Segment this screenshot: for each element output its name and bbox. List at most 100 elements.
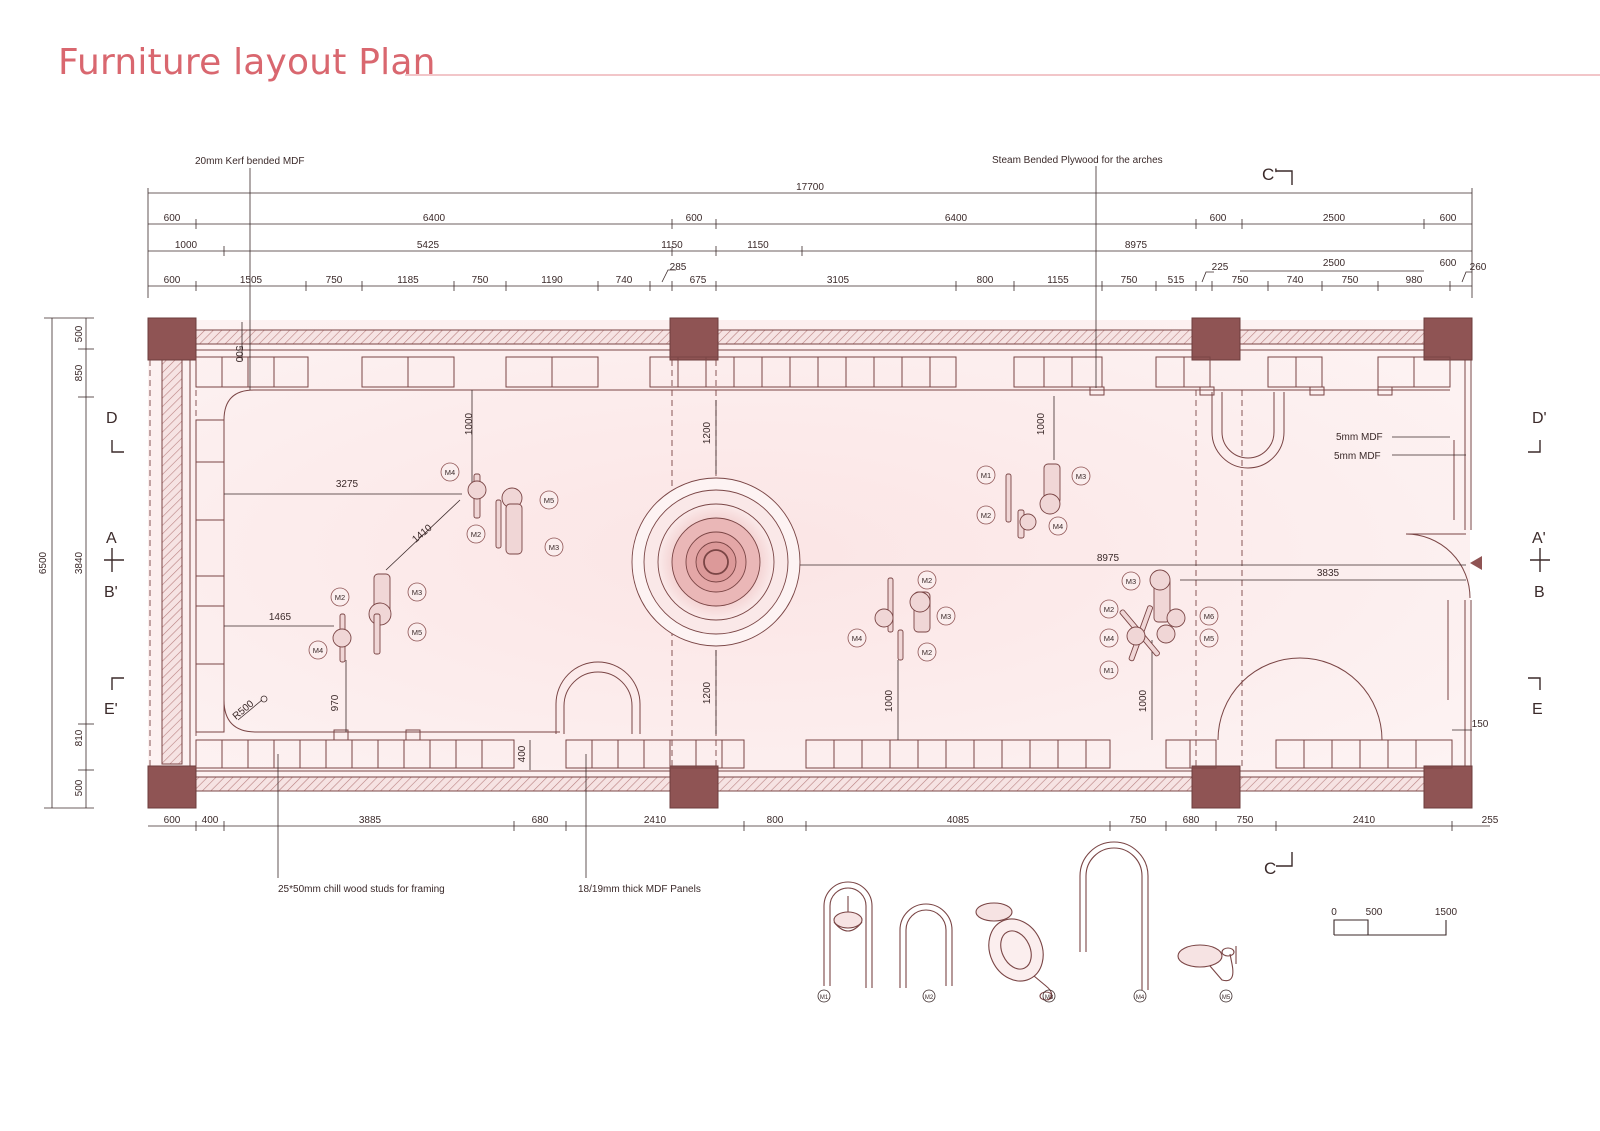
dim-bottom-10: 2410 [1353, 815, 1376, 826]
module-label: M3 [1126, 577, 1136, 586]
arch-south-right [1217, 657, 1383, 741]
dim-row3-18: 980 [1406, 275, 1423, 286]
entrance-door [1405, 533, 1471, 599]
section-label-d-left: D [106, 410, 118, 427]
dim-row3-8: 675 [690, 275, 707, 286]
section-label-a-right: A' [1532, 530, 1546, 547]
dim-bottom-11: 255 [1482, 815, 1499, 826]
note-steam-plywood: Steam Bended Plywood for the arches [992, 155, 1163, 166]
dim-row2-2: 1150 [661, 240, 683, 251]
module-label: M3 [1076, 472, 1086, 481]
dim-left-1: 850 [74, 364, 85, 381]
dim-inner-1000d: 1000 [1138, 689, 1149, 712]
dim-bottom-9: 750 [1237, 815, 1254, 826]
column [1423, 765, 1473, 809]
dim-row3-14: 225 [1212, 262, 1229, 273]
column [1423, 317, 1473, 361]
module-label-circles [308, 462, 1219, 680]
dim-row3-10: 800 [977, 275, 994, 286]
dim-inner-1465: 1465 [269, 612, 292, 623]
dim-row3-2: 750 [326, 275, 343, 286]
module-label: M4 [852, 634, 862, 643]
sketch-m1 [823, 881, 873, 988]
furniture-modules-plan [332, 463, 1186, 663]
title-underline [405, 74, 1600, 76]
dim-overall: 17700 [796, 182, 824, 193]
note-kerf-mdf: 20mm Kerf bended MDF [195, 156, 305, 167]
module-label: M5 [1204, 634, 1214, 643]
note-mdf-panels: 18/19mm thick MDF Panels [578, 884, 701, 895]
dim-row3-17: 750 [1342, 275, 1359, 286]
dim-row3-4: 750 [472, 275, 489, 286]
sketch-label-circles [817, 989, 1233, 1003]
dim-bottom-4: 2410 [644, 815, 667, 826]
column [1191, 317, 1241, 361]
plan-arches [555, 392, 1482, 741]
module-label: M4 [445, 468, 455, 477]
dim-inner-1000c: 1000 [884, 689, 895, 712]
central-circular-feature [631, 477, 801, 647]
module-sketches [823, 841, 1237, 1001]
section-label-c-top: C' [1262, 165, 1278, 184]
leader-lines [249, 166, 1466, 878]
dim-bottom-8: 680 [1183, 815, 1200, 826]
sketch-m3 [975, 902, 1053, 1001]
column [669, 765, 719, 809]
note-mdf-5mm-bottom: 5mm MDF [1334, 451, 1381, 462]
dim-bottom-7: 750 [1130, 815, 1147, 826]
dim-inner-1000a: 1000 [464, 412, 475, 435]
dim-row1-4: 600 [1210, 213, 1227, 224]
module-label: M3 [412, 588, 422, 597]
section-label-e-left: E' [104, 701, 118, 718]
dim-row3-21: 260 [1470, 262, 1487, 273]
plan-walls [148, 320, 1473, 792]
dim-bottom-2: 3885 [359, 815, 382, 826]
dim-left-2: 3840 [74, 551, 85, 574]
south-wall [189, 776, 1473, 792]
module-label: M2 [335, 593, 345, 602]
module-label: M5 [412, 628, 422, 637]
dim-row1-2: 600 [686, 213, 703, 224]
dimension-lines [44, 188, 1490, 831]
dim-inner-1000b: 1000 [1036, 412, 1047, 435]
sketch-label: M5 [1222, 995, 1231, 1001]
dim-bottom-5: 800 [767, 815, 784, 826]
sketch-label: M3 [1045, 995, 1054, 1001]
page-title: Furniture layout Plan [58, 42, 436, 83]
dim-row3-6: 740 [616, 275, 633, 286]
section-label-a-left: A [106, 530, 117, 547]
structural-columns [147, 317, 1473, 809]
section-label-d-right: D' [1532, 410, 1547, 427]
module-label: M1 [1104, 666, 1114, 675]
sketch-m4 [1079, 841, 1149, 990]
module-label: M2 [471, 530, 481, 539]
dim-bottom-3: 680 [532, 815, 549, 826]
sketch-label: M2 [925, 995, 934, 1001]
dim-bottom-1: 400 [202, 815, 219, 826]
column [669, 317, 719, 361]
module-label: M5 [544, 496, 554, 505]
sketch-label: M1 [820, 995, 829, 1001]
floor-area [148, 320, 1470, 786]
dim-row1-6: 600 [1440, 213, 1457, 224]
dim-row3-19: 2500 [1323, 258, 1346, 269]
section-label-e-right: E [1532, 701, 1543, 718]
dim-row1-1: 6400 [423, 213, 446, 224]
sketch-m5 [1177, 944, 1237, 982]
module-label: M2 [1104, 605, 1114, 614]
north-wall [189, 329, 1473, 345]
module-label: M3 [941, 612, 951, 621]
dim-inner-1200a: 1200 [702, 421, 713, 444]
dim-inner-970: 970 [330, 694, 341, 711]
section-label-b-left: B' [104, 584, 118, 601]
dim-row1-0: 600 [164, 213, 181, 224]
module-label: M1 [981, 471, 991, 480]
section-markers [104, 170, 1550, 867]
module-label: M2 [922, 648, 932, 657]
scale-label-500: 500 [1366, 907, 1383, 918]
dim-row3-1: 1505 [240, 275, 263, 286]
dim-row3-9: 3105 [827, 275, 850, 286]
scale-label-1500: 1500 [1435, 907, 1458, 918]
dim-row3-3: 1185 [397, 275, 419, 286]
